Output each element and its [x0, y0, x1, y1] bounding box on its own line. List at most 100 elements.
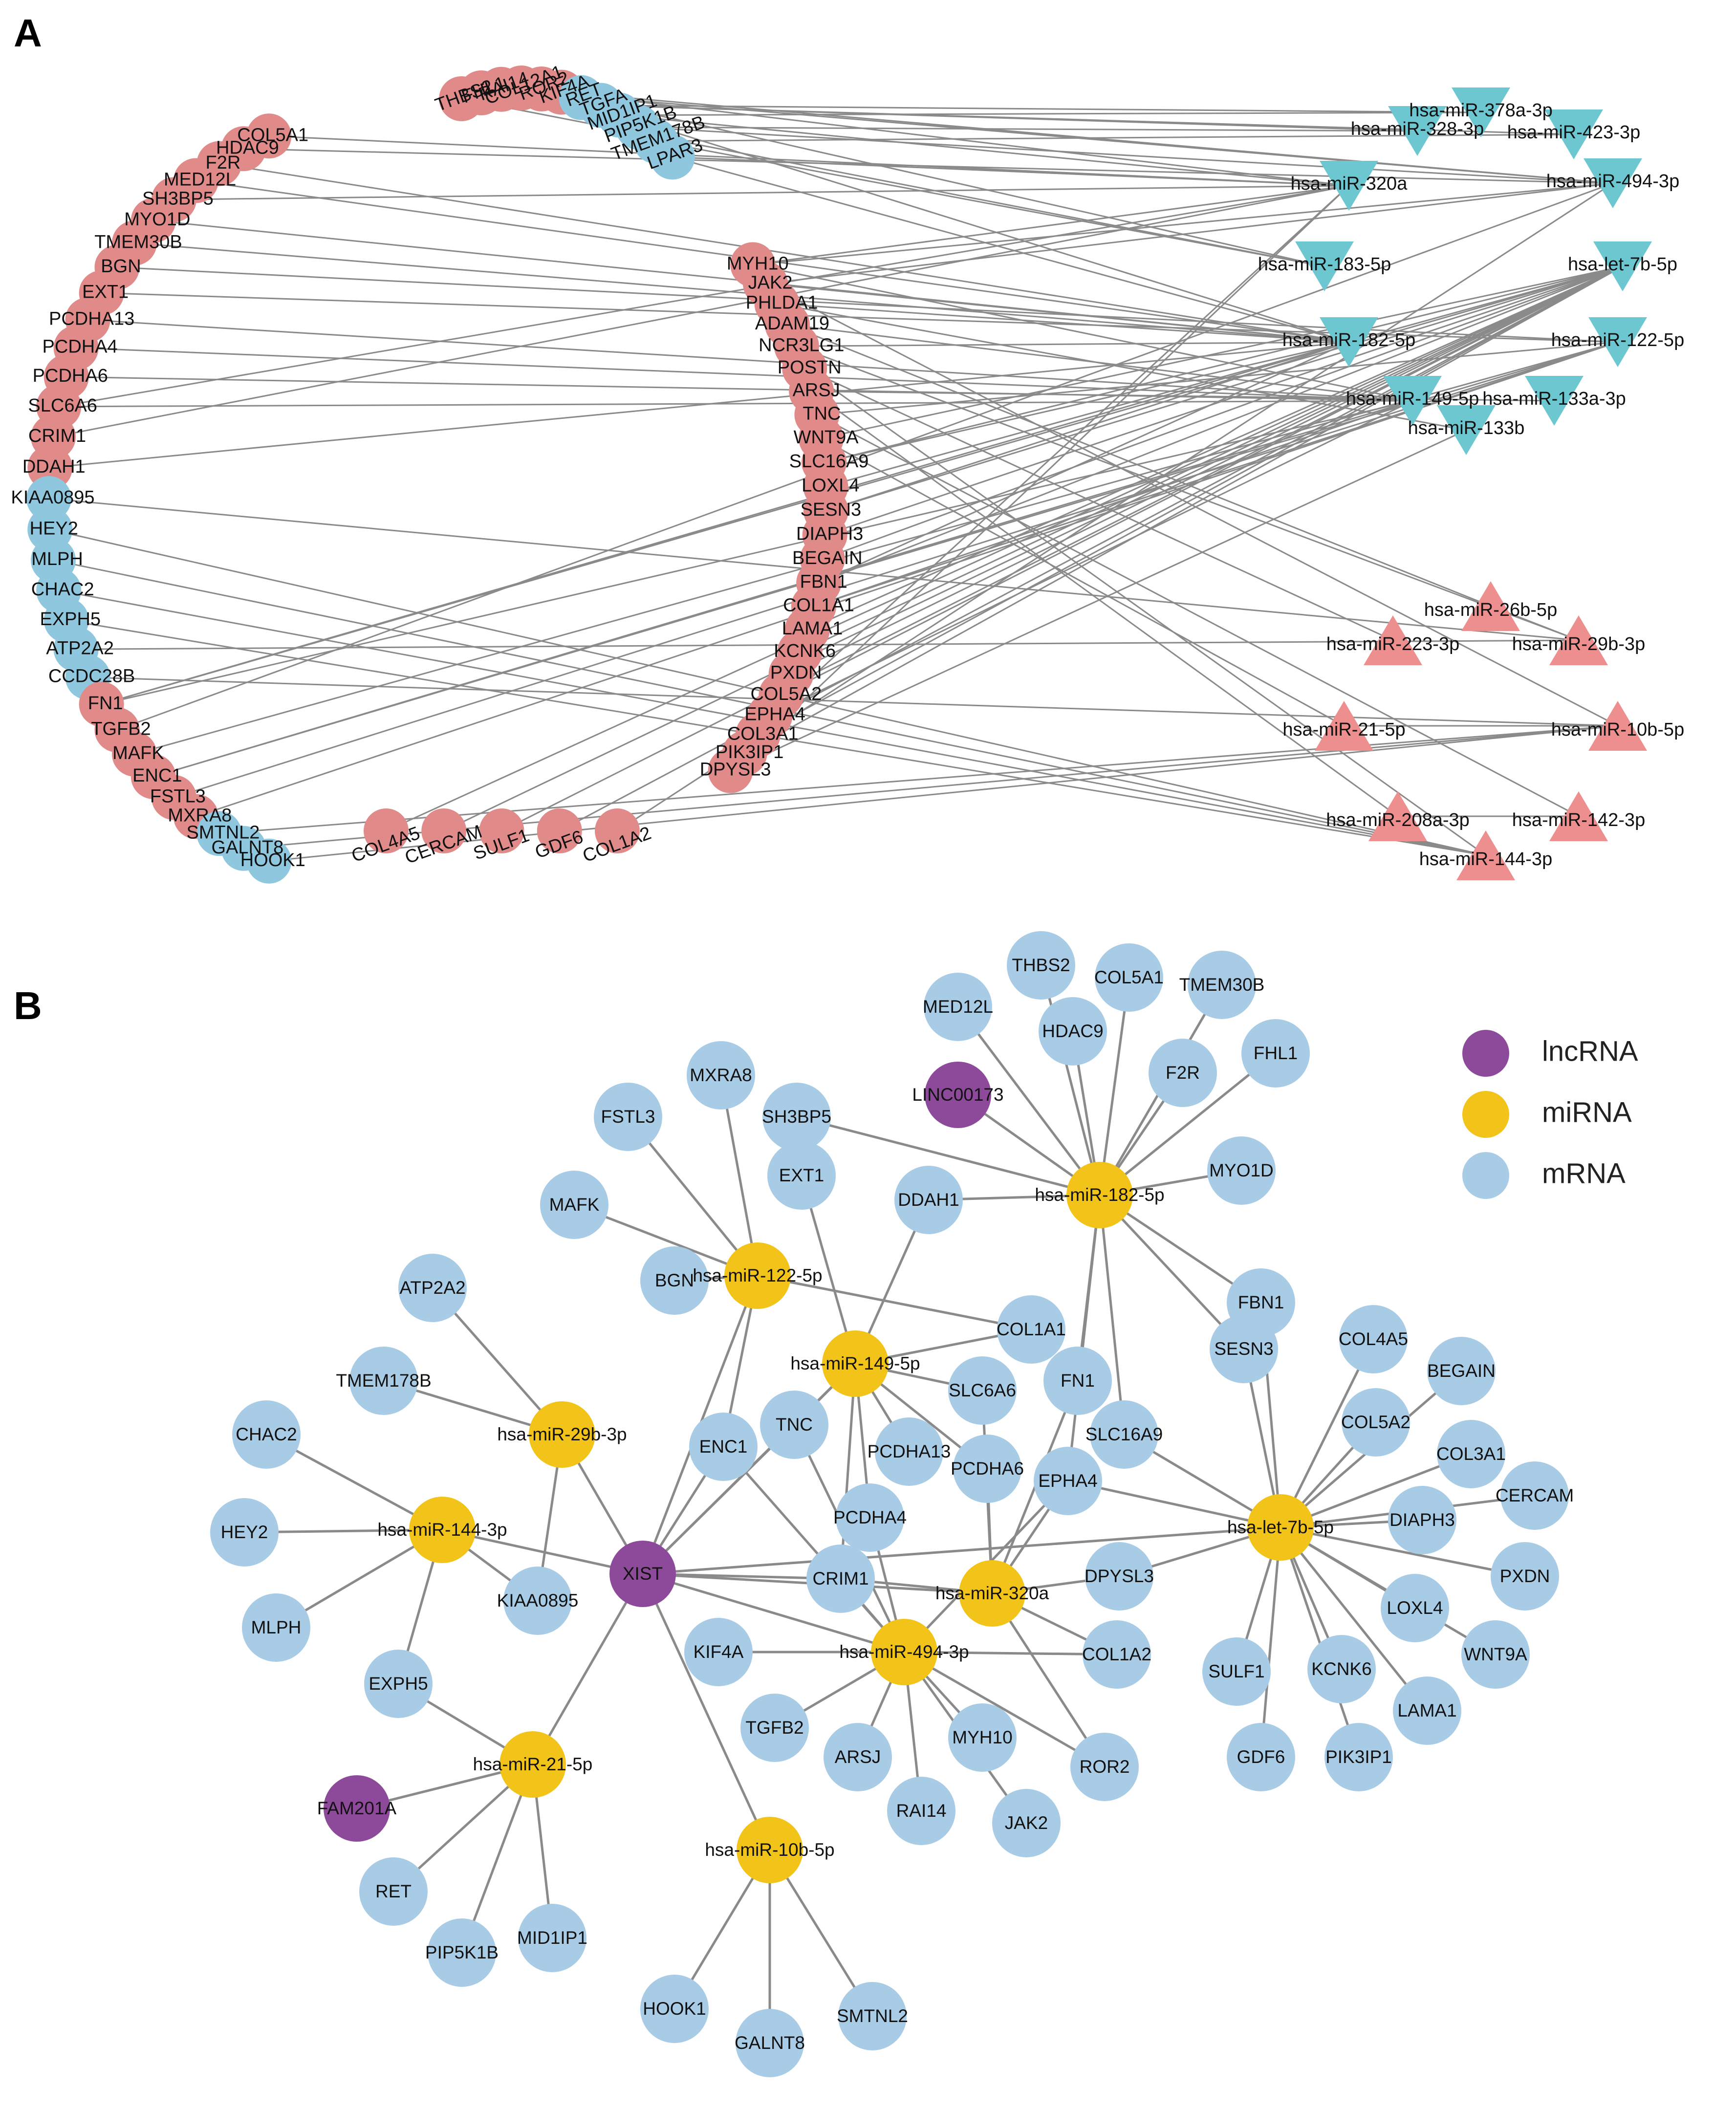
node-hsa-mir-144-3p — [1456, 830, 1515, 880]
edge-myh10-hsa-mir-149-5p — [752, 264, 1413, 402]
node-epha4 — [1034, 1447, 1102, 1515]
node-hsa-mir-149-5p — [1383, 376, 1442, 426]
legend-label-mrna: mRNA — [1542, 1157, 1626, 1189]
label-slc6a6: SLC6A6 — [949, 1380, 1016, 1400]
node-lama1 — [1393, 1676, 1461, 1745]
label-ext1: EXT1 — [779, 1165, 825, 1185]
node-myo1d — [1207, 1136, 1276, 1205]
node-pcdha4 — [836, 1483, 904, 1552]
label-crim1: CRIM1 — [28, 426, 86, 446]
node-hsa-mir-182-5p — [1066, 1162, 1133, 1228]
edge-mafk-hsa-mir-122-5p — [134, 341, 1618, 755]
legend-label-mirna: miRNA — [1542, 1096, 1632, 1128]
node-myh10 — [948, 1703, 1017, 1772]
edge-hsa-mir-182-5p-thbs2 — [1040, 965, 1101, 1196]
node-mafk — [540, 1171, 608, 1239]
label-begain: BEGAIN — [1427, 1361, 1496, 1381]
edge-col12a1-hsa-mir-320a — [521, 87, 1349, 187]
label-pik3ip1: PIK3IP1 — [1325, 1747, 1392, 1767]
node-bgn — [640, 1246, 709, 1315]
node-hsa-mir-149-5p — [822, 1330, 889, 1397]
label-hook1: HOOK1 — [643, 1999, 706, 2019]
label-hey2: HEY2 — [30, 518, 78, 539]
node-hsa-mir-320a — [1320, 161, 1378, 211]
label-adam19: ADAM19 — [755, 313, 829, 334]
label-jak2: JAK2 — [748, 273, 793, 293]
label-col1a2: COL1A2 — [1082, 1644, 1151, 1664]
node-hsa-mir-133b — [1437, 405, 1496, 455]
node-tmem178b — [349, 1347, 418, 1415]
edge-hsa-mir-182-5p-slc16a9 — [1098, 1195, 1126, 1435]
node-hook1 — [640, 1975, 709, 2043]
label-col5a1: COL5A1 — [1094, 967, 1164, 987]
edge-hsa-mir-182-5p-epha4 — [1066, 1195, 1101, 1481]
edge-pcdha6-hsa-mir-149-5p — [66, 376, 1413, 402]
edge-wnt9a-hsa-mir-21-5p — [821, 437, 1345, 727]
label-chac2: CHAC2 — [236, 1424, 297, 1444]
label-pcdha4: PCDHA4 — [833, 1507, 907, 1527]
legend-label-lncrna: lncRNA — [1542, 1035, 1638, 1067]
label-arsj: ARSJ — [793, 380, 840, 401]
label-ddah1: DDAH1 — [22, 457, 86, 477]
node-dpysl3 — [1085, 1542, 1153, 1610]
edge-ddah1-hsa-mir-182-5p — [50, 341, 1349, 469]
node-pik3ip1 — [1324, 1723, 1393, 1791]
label-rai14: RAI14 — [896, 1801, 947, 1821]
label-pxdn: PXDN — [770, 663, 822, 683]
label-hsa-mir-328-3p: hsa-miR-328-3p — [1351, 119, 1484, 139]
label-myh10: MYH10 — [952, 1727, 1012, 1747]
node-kcnk6 — [1307, 1635, 1376, 1703]
node-hsa-let-7b-5p — [1593, 241, 1652, 291]
label-hsa-mir-494-3p: hsa-miR-494-3p — [1546, 171, 1679, 192]
node-hsa-mir-378a-3p — [1452, 87, 1510, 137]
node-col5a2 — [1342, 1388, 1410, 1457]
label-begain: BEGAIN — [792, 548, 863, 568]
node-hsa-let-7b-5p — [1247, 1494, 1314, 1561]
edge-pcdha4-hsa-mir-149-5p — [76, 347, 1413, 402]
node-fhl1 — [1241, 1019, 1310, 1088]
edge-pip5k1b-hsa-mir-328-3p — [638, 126, 1418, 132]
label-loxl4: LOXL4 — [1387, 1598, 1443, 1618]
label-col1a1: COL1A1 — [783, 595, 854, 616]
edge-epha4-hsa-mir-320a — [769, 185, 1350, 716]
label-galnt8: GALNT8 — [735, 2033, 805, 2053]
label-lama1: LAMA1 — [782, 618, 843, 639]
node-ror2 — [1070, 1733, 1139, 1801]
edge-hsa-mir-494-3p-ror2 — [903, 1651, 1106, 1768]
label-hsa-mir-182-5p: hsa-miR-182-5p — [1035, 1185, 1164, 1205]
label-col5a1: COL5A1 — [237, 125, 308, 145]
label-ext1: EXT1 — [82, 282, 129, 302]
label-kiaa0895: KIAA0895 — [11, 487, 94, 508]
label-smtnl2: SMTNL2 — [837, 2006, 908, 2026]
label-pcdha4: PCDHA4 — [43, 337, 118, 357]
label-ddah1: DDAH1 — [898, 1190, 959, 1210]
edge-galnt8-hsa-mir-10b-5p — [243, 725, 1618, 849]
node-hsa-mir-10b-5p — [737, 1817, 803, 1883]
node-tmem30b — [1188, 951, 1256, 1019]
node-hsa-mir-122-5p — [724, 1242, 791, 1309]
node-jak2 — [992, 1789, 1061, 1857]
edge-kcnk6-hsa-let-7b-5p — [799, 265, 1623, 653]
legend: lncRNA miRNA mRNA — [1462, 1030, 1638, 1199]
label-slc16a9: SLC16A9 — [789, 451, 869, 472]
label-sesn3: SESN3 — [801, 500, 862, 520]
edge-crim1-hsa-mir-320a — [53, 185, 1349, 438]
edge-f2r-hsa-mir-182-5p — [219, 163, 1349, 343]
edge-hsa-mir-182-5p-fhl1 — [1099, 1052, 1277, 1196]
label-postn: POSTN — [778, 357, 842, 378]
node-mid1ip1 — [518, 1904, 586, 1972]
label-f2r: F2R — [1166, 1063, 1200, 1083]
node-diaph3 — [1388, 1486, 1456, 1554]
label-myh10: MYH10 — [727, 254, 789, 274]
node-pcdha6 — [953, 1435, 1021, 1503]
edge-col5a2-hsa-let-7b-5p — [781, 265, 1623, 696]
edge-hsa-mir-182-5p-col5a1 — [1098, 977, 1130, 1196]
node-col4a5 — [364, 808, 409, 853]
panel-a: A COL5A1HDAC9F2RMED12LSH3BP5MYO1DTMEM30B… — [11, 11, 1684, 884]
edge-adam19-hsa-mir-149-5p — [787, 324, 1413, 402]
label-pcdha13: PCDHA13 — [868, 1441, 951, 1461]
node-hsa-mir-10b-5p — [1588, 701, 1647, 751]
label-hsa-mir-122-5p: hsa-miR-122-5p — [693, 1265, 822, 1285]
label-hook1: HOOK1 — [240, 850, 305, 871]
node-ddah1 — [894, 1166, 963, 1234]
